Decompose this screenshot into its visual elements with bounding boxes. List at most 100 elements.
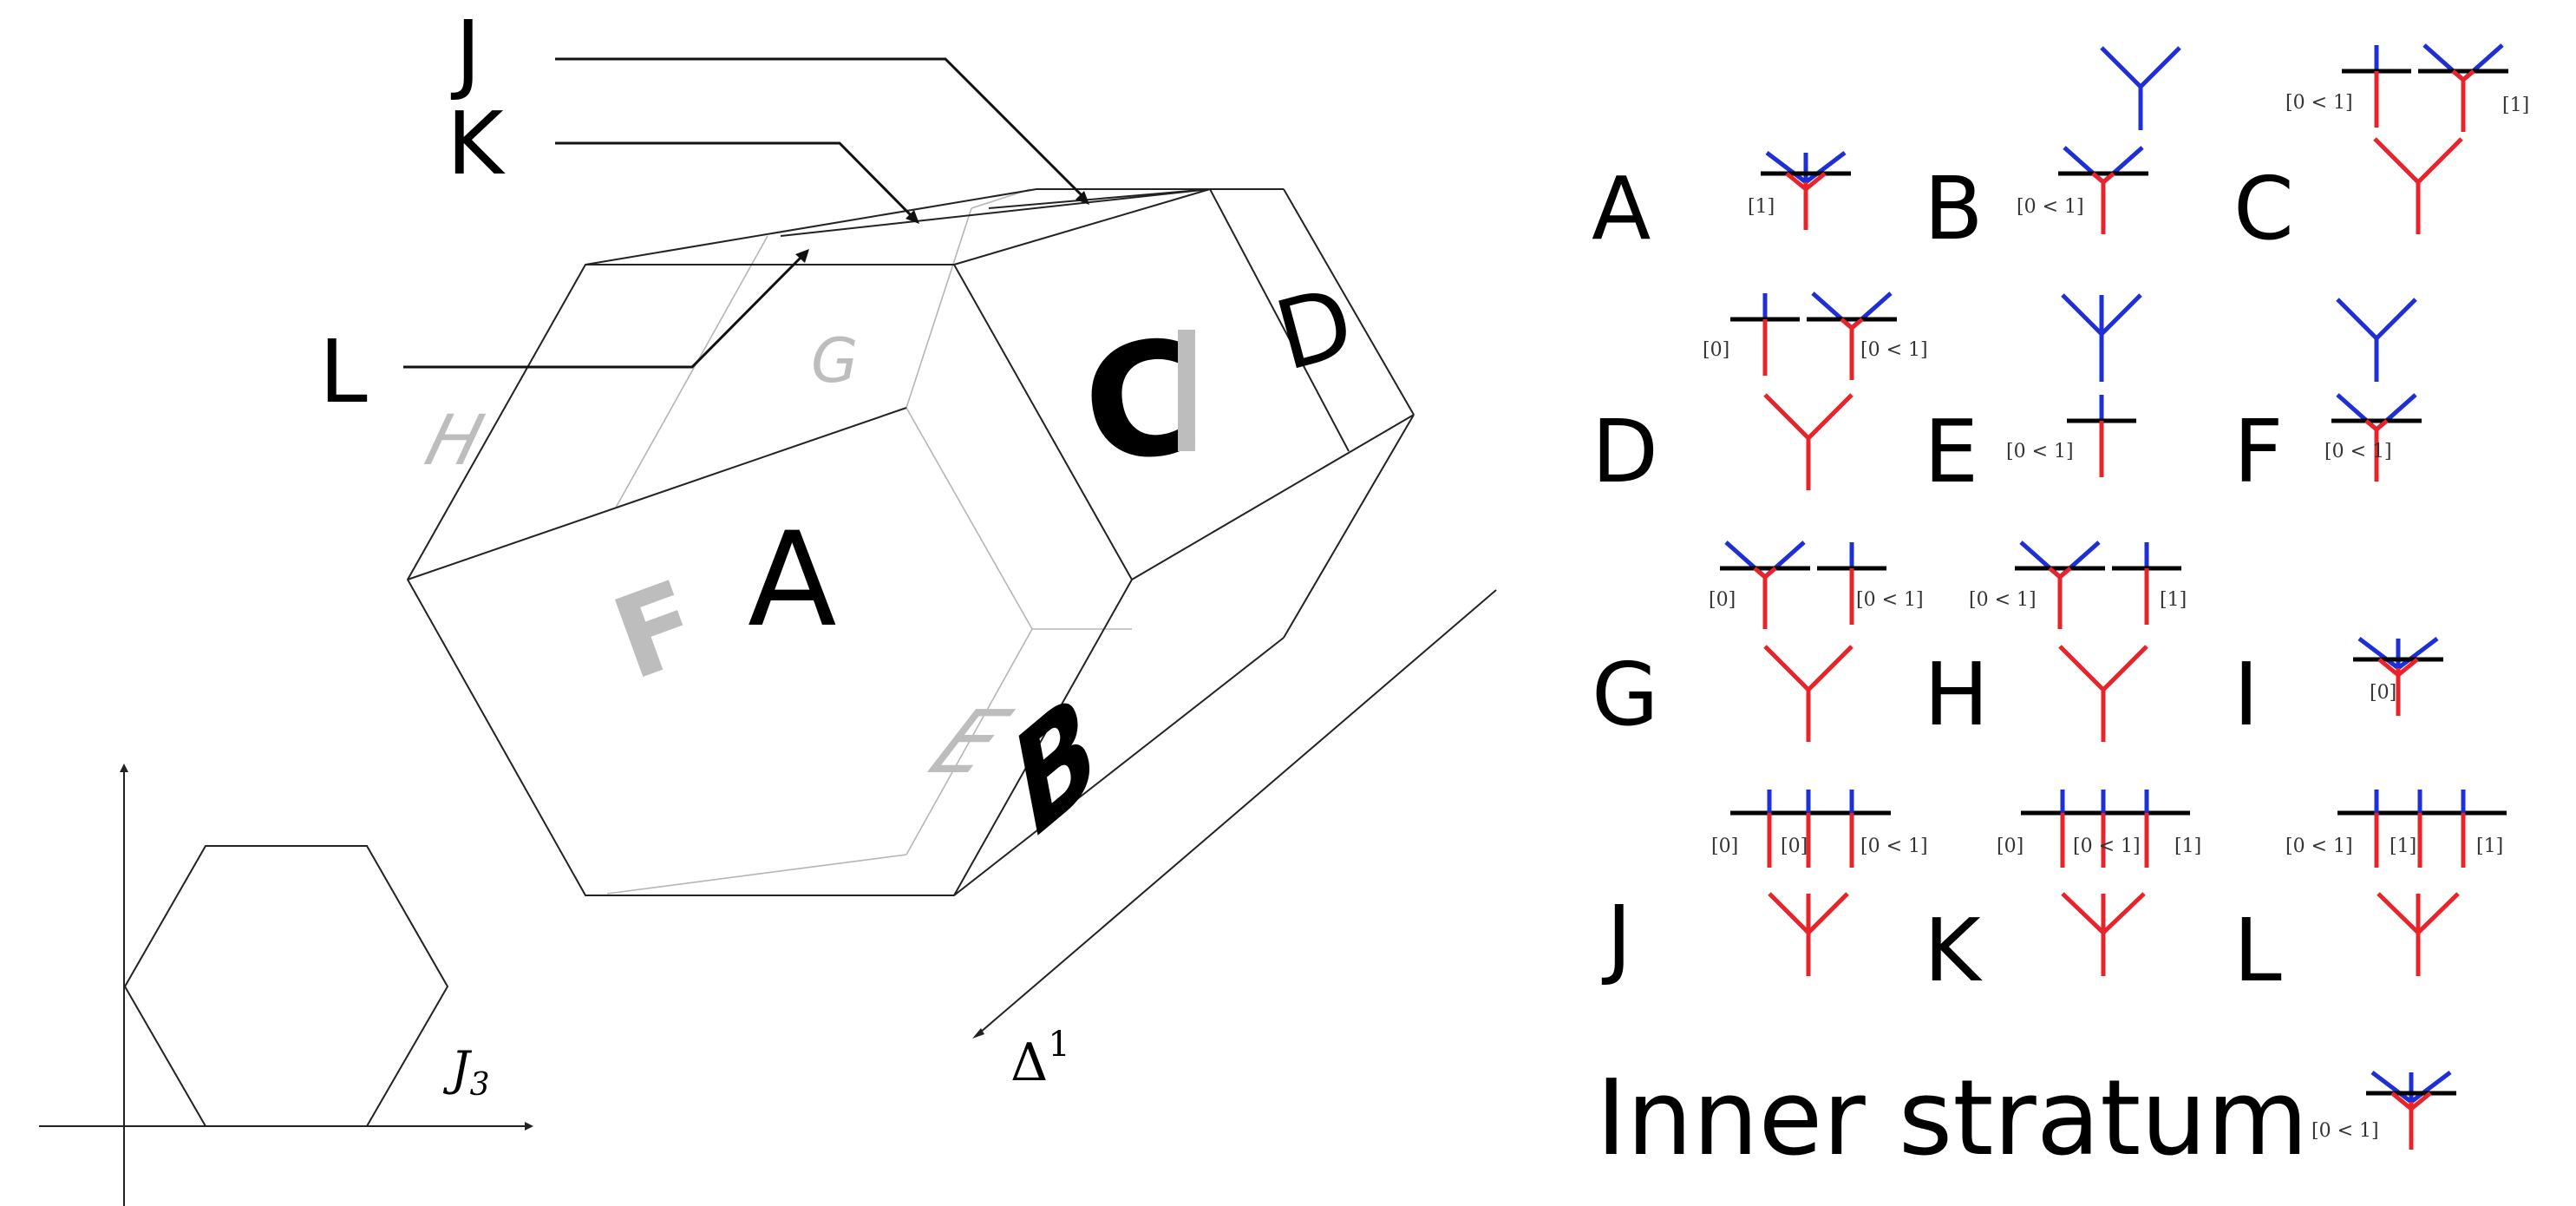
tree-i [2353, 637, 2443, 716]
label-e-0: [0 < 1] [2006, 441, 2074, 462]
leader-k-arrowhead [906, 210, 919, 224]
blue-arm-left [2370, 1071, 2413, 1104]
red-arm-right [2462, 69, 2475, 82]
delta-symbol: Δ [1010, 1032, 1048, 1093]
face-label-g: G [811, 325, 858, 397]
legend-entry-h: H [0 < 1] [1] [1924, 541, 2187, 745]
tree-g-left [1720, 541, 1810, 629]
tree-c-right [2418, 43, 2508, 132]
edge [953, 637, 1285, 896]
y-arm-right [1807, 393, 1854, 440]
label-l-2: [1] [2476, 836, 2503, 857]
label-h-1: [1] [2160, 589, 2187, 611]
y-arm-left [2336, 298, 2378, 340]
label-k-2: [1] [2174, 836, 2201, 857]
tree-k-top [2021, 790, 2190, 868]
tree-j-top [1730, 790, 1891, 868]
face-label-a: A [748, 505, 837, 656]
blue-arm-right [2396, 637, 2439, 670]
tree-g-right [1817, 542, 1886, 625]
label-b-0: [0 < 1] [2017, 196, 2084, 218]
tree-b-lower [2058, 146, 2148, 234]
legend-letter: G [1592, 644, 1659, 745]
face-c-gray-bar [1178, 330, 1195, 451]
legend-entry-j: J[0][0][0 < 1] [1601, 790, 1928, 988]
label-i-0: [0] [2370, 682, 2396, 704]
edge [585, 188, 1037, 265]
legend-letter: H [1924, 644, 1989, 745]
red-arm-left [2091, 172, 2105, 184]
tree-h-right [2112, 542, 2181, 625]
face-label-f: F [598, 555, 715, 705]
edge [988, 188, 1211, 209]
leader-j-arrowhead [1076, 191, 1089, 205]
label-j-1: [0] [1781, 836, 1808, 857]
tree-e-lower [2067, 395, 2136, 477]
red-arm-left [2377, 892, 2420, 934]
label-h-0: [0 < 1] [1969, 589, 2037, 611]
callout-k: K [447, 93, 506, 194]
tree-j-red [1768, 892, 1849, 976]
leader-l [403, 254, 804, 369]
inner-stratum-title: Inner stratum [1596, 1059, 2308, 1179]
prism [407, 188, 1415, 896]
label-f-0: [0 < 1] [2324, 441, 2392, 462]
tree-d-red [1763, 393, 1854, 490]
blue-arm-right [2100, 293, 2142, 336]
tree-d-right [1807, 292, 1897, 380]
legend-entry-f: F [0 < 1] [2233, 298, 2422, 502]
y-arm-right [2416, 137, 2463, 184]
tree-g-red [1763, 645, 1854, 742]
y-arm-right [2102, 645, 2148, 691]
y-arm-right [1807, 645, 1854, 691]
delta-arrow: Δ1 [972, 589, 1497, 1093]
label-g-1: [0 < 1] [1856, 589, 1924, 611]
red-arm-right [1850, 318, 1864, 330]
legend: A[1]B[0 < 1]C[0 < 1][1]D[0][0 < 1]E[0 < … [1592, 43, 2529, 1150]
legend-letter: K [1924, 900, 1983, 1001]
delta-label: Δ1 [1010, 1025, 1070, 1093]
y-arm-left [1763, 645, 1810, 691]
hexagon-j3 [123, 845, 449, 1127]
red-arm-right [2102, 172, 2115, 184]
red-arm-right [2375, 419, 2389, 431]
legend-entry-k: K[0][0 < 1][1] [1924, 790, 2201, 1001]
tree-c-red [2373, 137, 2463, 234]
legend-entry-e: E[0 < 1] [1924, 293, 2142, 502]
inner-stratum-glyph: [0 < 1] [2311, 1071, 2456, 1150]
blue-arm-left [1765, 151, 1808, 184]
legend-letter: A [1592, 158, 1651, 259]
y-axis-arrowhead [120, 764, 128, 772]
tree-l-top [2337, 790, 2507, 868]
red-arm-right [2416, 892, 2460, 934]
y-arm-right [2375, 298, 2417, 340]
j3-label-sub: 3 [470, 1067, 490, 1103]
tree-h-left [2015, 541, 2105, 629]
legend-entry-i: I[0] [2233, 637, 2443, 745]
legend-letter: B [1924, 158, 1984, 259]
label-d-0: [0] [1703, 339, 1729, 361]
red-arm-right [2058, 567, 2072, 579]
label-k-0: [0] [1997, 836, 2024, 857]
red-arm-right [2102, 892, 2146, 934]
tree-d-left [1730, 293, 1800, 376]
legend-entry-c: C[0 < 1][1] [2233, 43, 2529, 259]
face-labels: A C D B G H F E [417, 265, 1364, 866]
label-j-0: [0] [1711, 836, 1738, 857]
hidden-edge [906, 207, 972, 409]
tree-inner [2366, 1071, 2456, 1150]
tree-f-blue [2336, 298, 2417, 382]
red-arm-right [1804, 172, 1827, 191]
blue-arm-right [2409, 1071, 2452, 1104]
label-c-0: [0 < 1] [2285, 92, 2353, 114]
legend-letter: F [2233, 401, 2284, 502]
callout-j: J [450, 2, 481, 103]
edge [1283, 414, 1415, 639]
leader-k [555, 141, 914, 219]
edge [407, 407, 907, 580]
red-arm-left [2048, 567, 2062, 579]
label-d-1: [0 < 1] [1860, 339, 1928, 361]
legend-entry-a: A[1] [1592, 151, 1851, 259]
y-arm-left [2058, 645, 2105, 691]
leader-l-arrowhead [795, 249, 809, 263]
